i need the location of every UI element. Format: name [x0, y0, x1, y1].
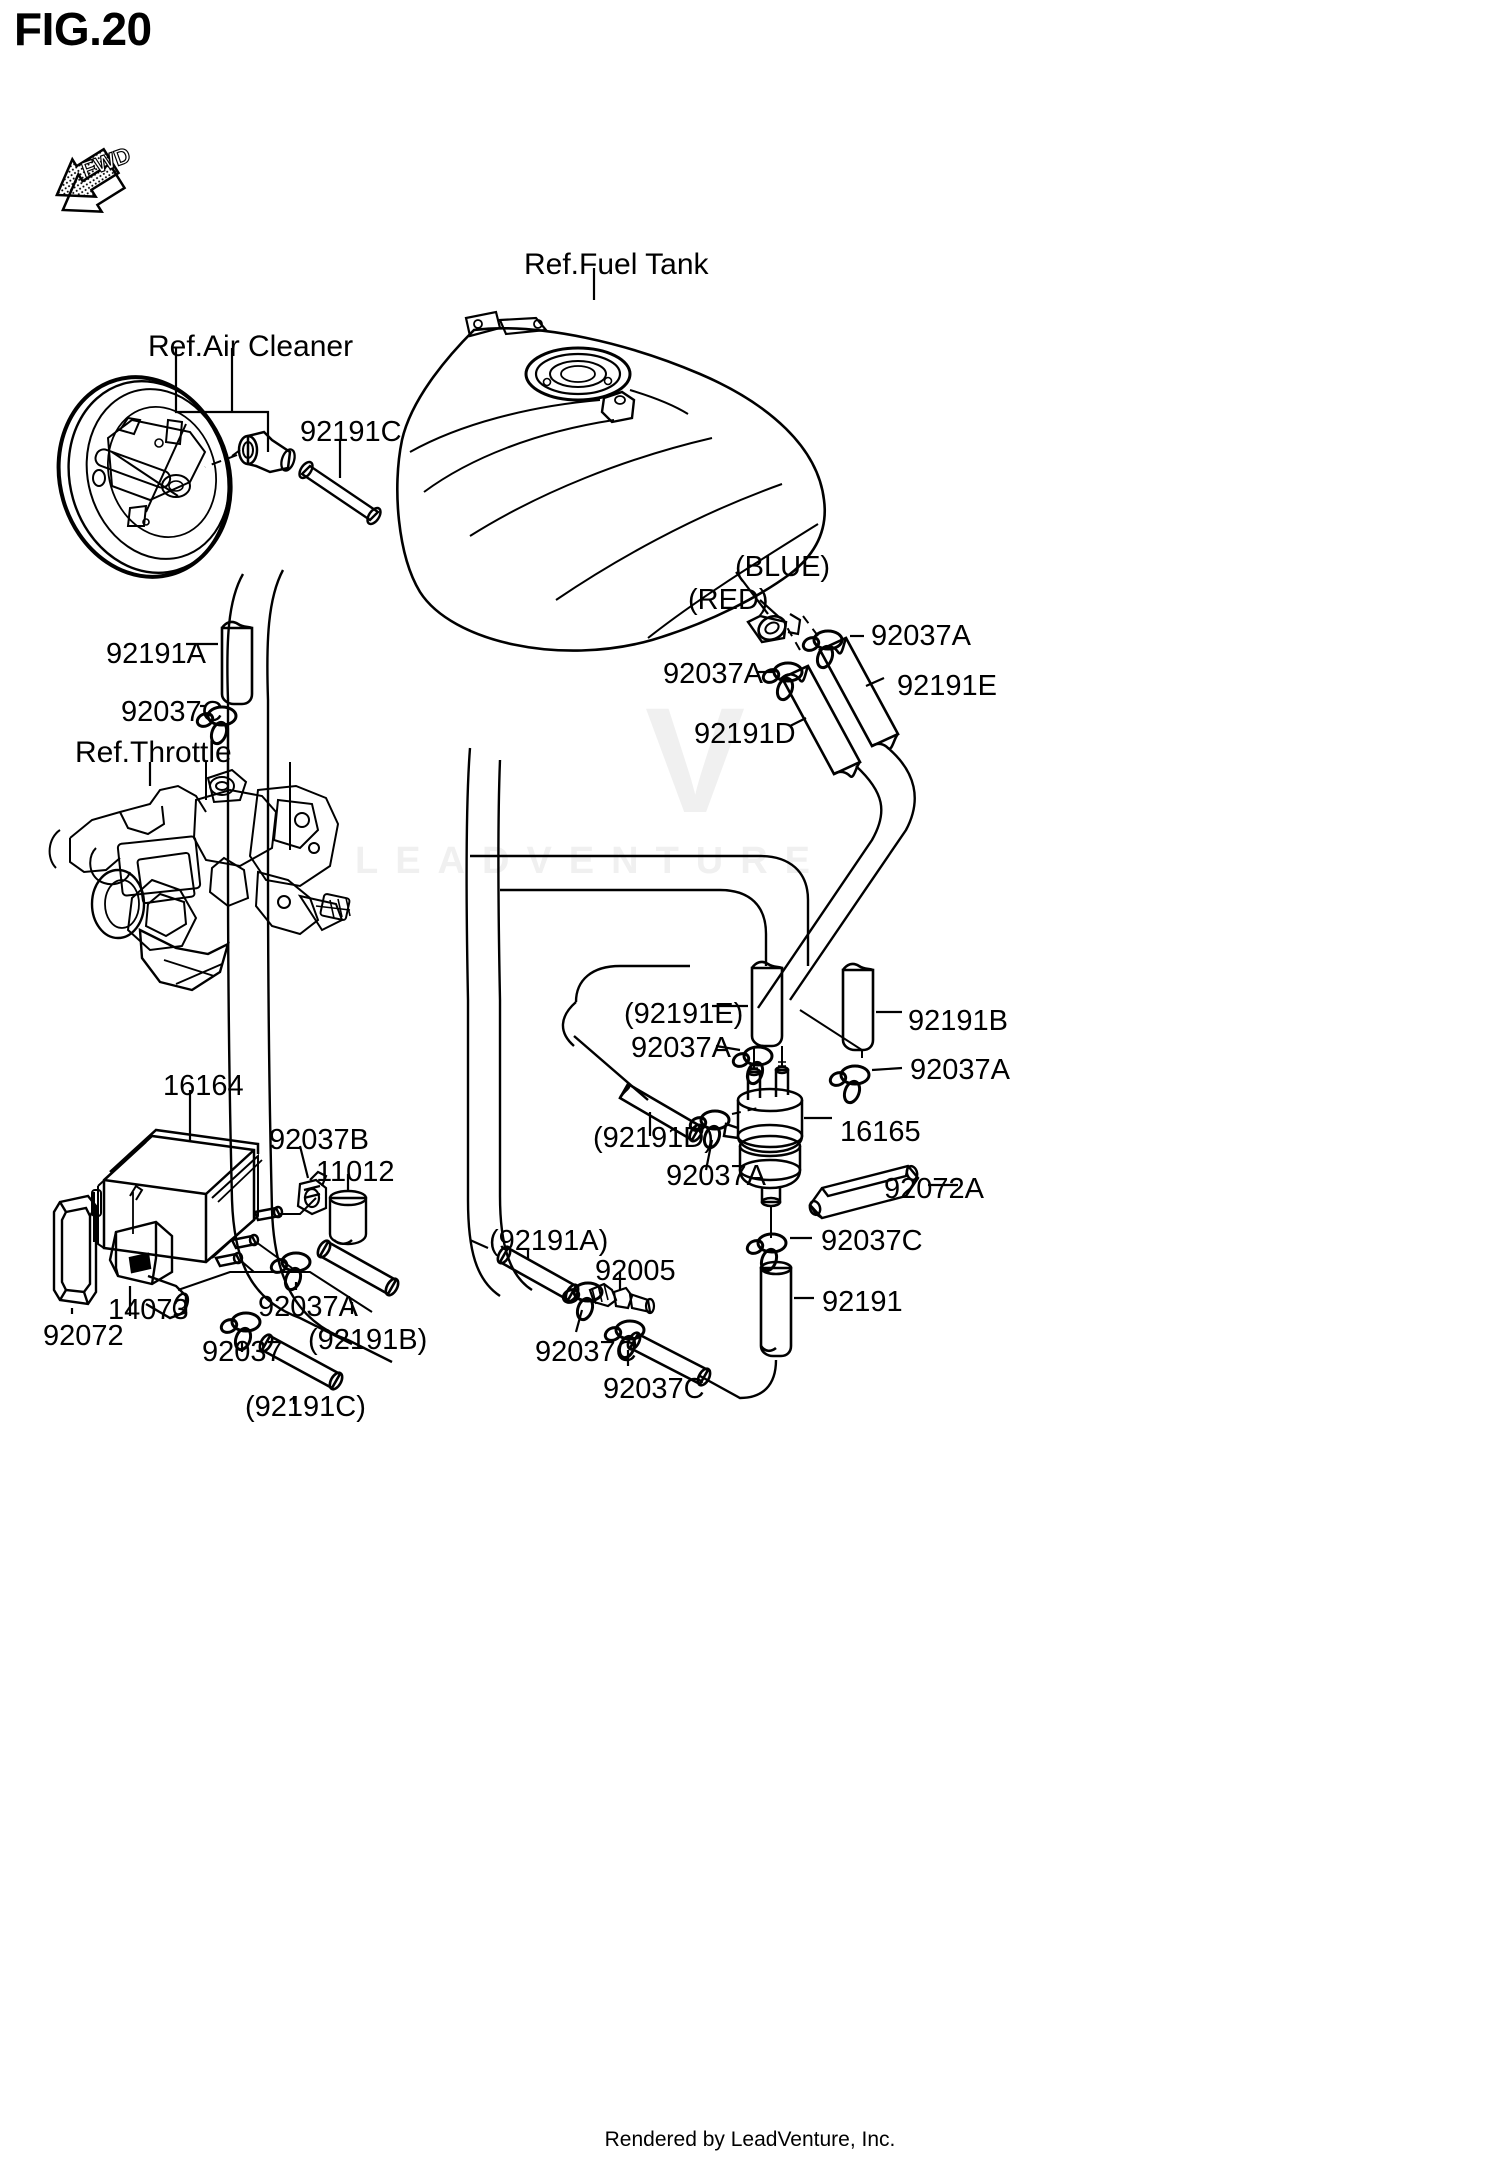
part-label-92037a-tank-left: 92037A — [663, 658, 763, 690]
canister-bracket-92072 — [52, 1194, 98, 1306]
hose-path-left-outer — [266, 569, 393, 1364]
part-label-92191b-paren: (92191B) — [308, 1324, 428, 1356]
hose-92191a — [220, 620, 254, 706]
part-label-92191b-right: 92191B — [908, 1005, 1008, 1037]
callout-red-label: (RED) — [688, 584, 769, 616]
part-label-92191d-right: 92191D — [694, 718, 796, 750]
part-label-92037a-filter-top: 92037A — [631, 1032, 731, 1064]
part-label-92037a-bottom-left: 92037A — [258, 1291, 358, 1323]
part-label-92037c-bottom: 92037C — [535, 1336, 637, 1368]
ref-fuel-tank-label: Ref.Fuel Tank — [524, 248, 709, 281]
part-label-92037a-filter-right: 92037A — [910, 1054, 1010, 1086]
clamp-92037a-tank-left — [759, 661, 804, 704]
hose-92191b — [841, 962, 875, 1052]
part-label-92037a-filter-bottom: 92037A — [666, 1160, 766, 1192]
air-cleaner-assembly — [56, 375, 296, 579]
part-label-92191c-top: 92191C — [300, 416, 402, 448]
part-label-92037: 92037 — [202, 1336, 283, 1368]
part-label-11012: 11012 — [316, 1156, 395, 1188]
cap-11012 — [328, 1189, 368, 1246]
leader-air-cleaner — [174, 348, 270, 452]
page-title: FIG.20 — [14, 3, 152, 55]
clamp-92037a-tank-right — [799, 629, 844, 672]
part-label-92191e-right: 92191E — [897, 670, 997, 702]
fwd-arrow-marker: FWD — [54, 141, 134, 214]
clamp-92037a-bottom-left — [267, 1251, 312, 1294]
part-label-92037a-tank-right: 92037A — [871, 620, 971, 652]
footer-credit: Rendered by LeadVenture, Inc. — [604, 2128, 896, 2151]
hose-92191e-paren — [750, 960, 784, 1048]
hose-path-bottom-right — [699, 1359, 778, 1400]
hose-path-mid-c — [574, 964, 690, 1003]
part-label-92191e-paren: (92191E) — [624, 998, 744, 1030]
part-label-92037b: 92037B — [269, 1124, 369, 1156]
clamp-92037c-bottom — [559, 1281, 604, 1324]
part-label-92037c-filter: 92037C — [821, 1225, 923, 1257]
part-label-92005: 92005 — [595, 1255, 676, 1287]
part-label-92072a: 92072A — [884, 1173, 984, 1205]
part-label-92191d-paren: (92191D) — [593, 1122, 714, 1154]
hose-92191b-paren — [316, 1239, 400, 1297]
pipe-joint-92005 — [588, 1282, 656, 1315]
part-label-92191a-paren: (92191A) — [489, 1225, 609, 1257]
throttle-body-assembly — [48, 762, 351, 992]
part-label-92072: 92072 — [43, 1320, 124, 1352]
part-label-92191a-left: 92191A — [106, 638, 206, 670]
hose-92191e — [818, 636, 900, 751]
part-label-92191: 92191 — [822, 1286, 903, 1318]
callout-blue-label: (BLUE) — [735, 551, 831, 583]
leadventure-logo-watermark: V — [645, 676, 746, 844]
hose-path-center-a — [465, 747, 501, 1297]
hose-92191 — [759, 1260, 793, 1358]
leadventure-wordmark-watermark: LEADVENTURE — [355, 840, 828, 882]
hose-path-mid-b — [500, 888, 768, 966]
part-label-92191c-paren: (92191C) — [245, 1391, 366, 1423]
part-label-16164: 16164 — [163, 1070, 244, 1102]
part-label-92037c-bottom-right: 92037C — [603, 1373, 705, 1405]
clamp-92037c-filter — [743, 1232, 788, 1275]
clamp-92037a-filter-right — [826, 1064, 871, 1107]
ref-throttle-label: Ref.Throttle — [75, 736, 232, 769]
hose-92191c-top — [298, 460, 382, 526]
part-label-14073: 14073 — [108, 1294, 189, 1326]
fuel-filter-16165 — [722, 1046, 804, 1238]
clamp-92037a-filter-top — [729, 1045, 774, 1088]
part-label-92037c-left: 92037C — [121, 696, 223, 728]
hose-path-left-inner — [226, 573, 353, 1346]
part-label-16165: 16165 — [840, 1116, 921, 1148]
hose-path-right-b — [757, 765, 883, 1009]
svg-text:FWD: FWD — [78, 142, 134, 183]
ref-air-cleaner-label: Ref.Air Cleaner — [148, 330, 354, 363]
